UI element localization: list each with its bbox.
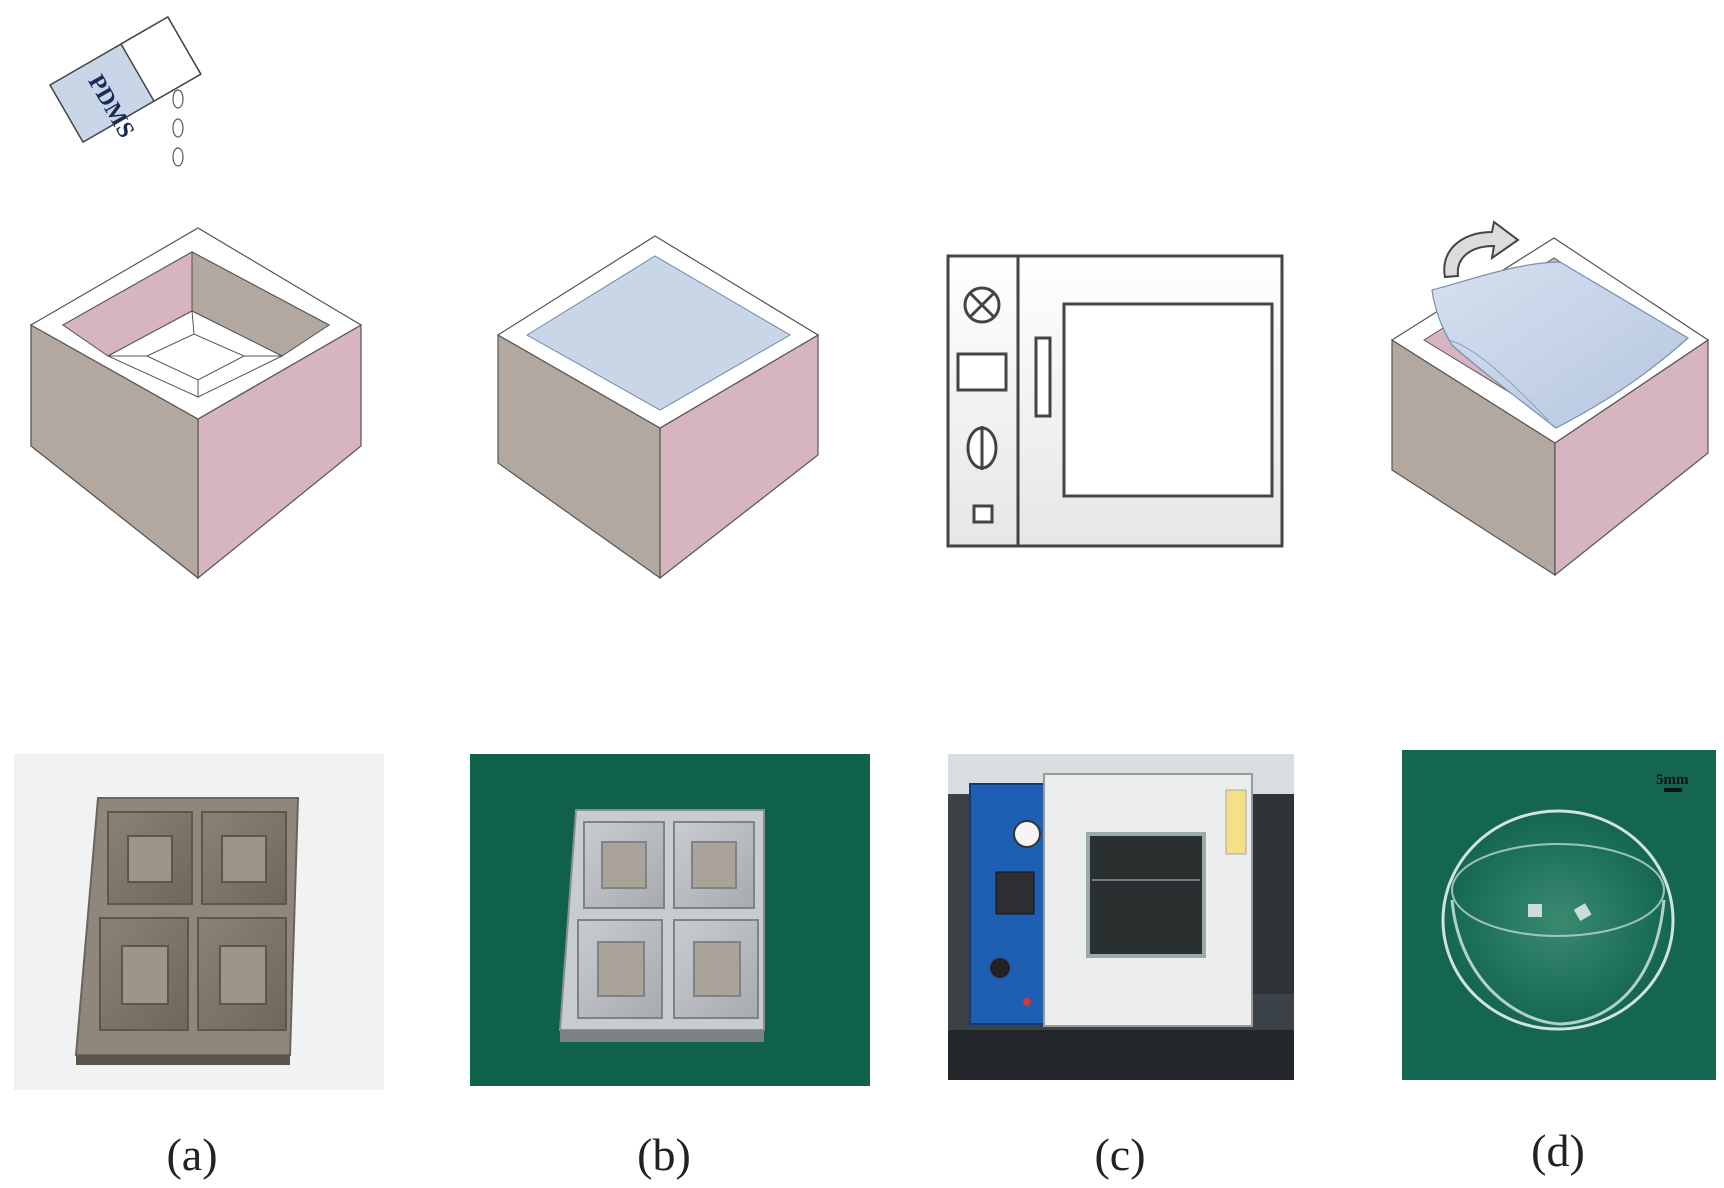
curved-arrow-icon [1443,220,1520,279]
panel-label-a: (a) [166,1129,218,1180]
oven-display [956,352,1008,392]
pdms-bottle: PDMS [48,15,202,167]
mold-peeling [1390,220,1710,577]
petri-dish [1441,809,1675,1031]
oven-window [1062,302,1274,498]
photo-mold-a [14,754,384,1090]
mold-empty [29,227,363,580]
panel-label-c: (c) [1094,1129,1146,1180]
oven-handle [1034,336,1052,418]
photo-mold-b [470,754,870,1086]
pdms-layer [526,255,791,411]
scale-bar: 5mm [1656,772,1689,792]
pdms-drop [172,147,184,167]
oven-glass-window [1086,832,1206,958]
oven-switch [972,504,994,524]
pdms-drop [172,89,184,109]
photo-vacuum-oven [948,754,1294,1080]
panel-label-d: (d) [1531,1125,1585,1176]
pdms-sample [1573,903,1592,922]
scale-bar-label: 5mm [1656,772,1689,788]
oven-diagram [946,254,1284,548]
oven-power-icon [963,286,1001,324]
photo-petri-dish: 5mm [1402,750,1716,1080]
mold-filled [496,235,820,580]
pdms-drop [172,118,184,138]
pdms-peeling-sheet [1431,261,1690,429]
pdms-sample [1528,904,1542,917]
oven-knob [966,426,998,470]
panel-label-b: (b) [637,1129,691,1180]
